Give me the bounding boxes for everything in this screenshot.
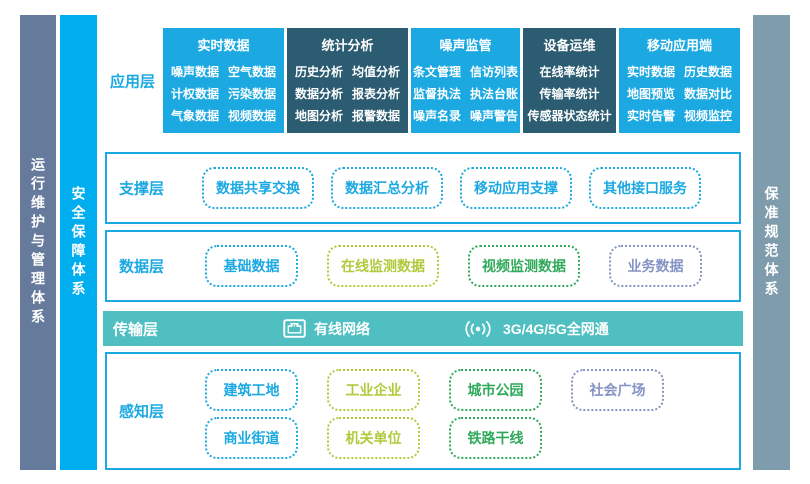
wireless-network: 3G/4G/5G全网通 bbox=[461, 311, 609, 346]
app-feature-item: 实时告警 bbox=[626, 109, 675, 123]
node-pill: 移动应用支撑 bbox=[460, 167, 572, 209]
app-feature-row: 噪声数据空气数据 bbox=[163, 61, 284, 83]
node-pill: 工业企业 bbox=[327, 369, 420, 411]
app-feature-item: 监督执法 bbox=[412, 87, 461, 101]
data-pills: 基础数据在线监测数据视频监测数据业务数据 bbox=[205, 245, 702, 287]
pillar-operations-maintenance-label: 运行维护与管理体系 bbox=[30, 157, 46, 328]
app-feature-item: 计权数据 bbox=[170, 87, 219, 101]
app-column-title: 移动应用端 bbox=[646, 38, 712, 53]
app-feature-item: 执法台账 bbox=[470, 87, 519, 101]
app-column: 移动应用端实时数据历史数据地图预览数据对比实时告警视频监控 bbox=[619, 28, 740, 133]
app-column-title: 设备运维 bbox=[543, 38, 596, 53]
app-feature-row: 传输率统计 bbox=[523, 83, 616, 105]
app-feature-item: 历史数据 bbox=[684, 65, 733, 79]
app-feature-row: 实时告警视频监控 bbox=[619, 105, 740, 127]
app-feature-item: 视频数据 bbox=[228, 109, 277, 123]
node-pill: 其他接口服务 bbox=[589, 167, 701, 209]
app-feature-row: 噪声名录噪声警告 bbox=[411, 105, 520, 127]
wired-network-label: 有线网络 bbox=[314, 320, 370, 337]
pillar-standards-specifications: 保准规范体系 bbox=[753, 15, 790, 470]
pillar-security-assurance-label: 安全保障体系 bbox=[70, 185, 87, 300]
pillar-standards-specifications-label: 保准规范体系 bbox=[763, 185, 780, 300]
app-columns: 实时数据噪声数据空气数据计权数据污染数据气象数据视频数据统计分析历史分析均值分析… bbox=[163, 28, 740, 133]
application-layer: 应用层 实时数据噪声数据空气数据计权数据污染数据气象数据视频数据统计分析历史分析… bbox=[103, 28, 743, 133]
app-feature-item: 在线率统计 bbox=[539, 65, 600, 79]
node-pill: 建筑工地 bbox=[205, 369, 298, 411]
node-pill: 城市公园 bbox=[449, 369, 542, 411]
node-pill: 商业街道 bbox=[205, 417, 298, 459]
transport-layer-label: 传输层 bbox=[113, 321, 159, 338]
ethernet-port-icon bbox=[283, 319, 306, 338]
node-pill: 基础数据 bbox=[205, 245, 298, 287]
node-pill: 业务数据 bbox=[609, 245, 702, 287]
pillar-operations-maintenance: 运行维护与管理体系 bbox=[20, 15, 56, 470]
app-feature-row: 实时数据历史数据 bbox=[619, 61, 740, 83]
perception-row-2: 商业街道机关单位铁路干线 bbox=[205, 417, 542, 459]
node-pill: 在线监测数据 bbox=[327, 245, 439, 287]
app-column: 统计分析历史分析均值分析数据分析报表分析地图分析报警数据 bbox=[287, 28, 408, 133]
app-feature-item: 信访列表 bbox=[470, 65, 519, 79]
app-column-title: 统计分析 bbox=[321, 38, 374, 53]
app-feature-row: 地图预览数据对比 bbox=[619, 83, 740, 105]
app-feature-item: 噪声警告 bbox=[470, 109, 519, 123]
app-feature-row: 计权数据污染数据 bbox=[163, 83, 284, 105]
app-feature-item: 噪声名录 bbox=[412, 109, 461, 123]
app-feature-item: 噪声数据 bbox=[170, 65, 219, 79]
app-column-title: 噪声监管 bbox=[439, 38, 492, 53]
app-feature-row: 历史分析均值分析 bbox=[287, 61, 408, 83]
app-feature-row: 监督执法执法台账 bbox=[411, 83, 520, 105]
app-feature-row: 传感器状态统计 bbox=[523, 105, 616, 127]
support-layer-label: 支撑层 bbox=[119, 180, 165, 198]
app-feature-item: 实时数据 bbox=[626, 65, 675, 79]
pillar-security-assurance: 安全保障体系 bbox=[60, 15, 97, 470]
app-feature-item: 传输率统计 bbox=[539, 87, 600, 101]
app-feature-row: 地图分析报警数据 bbox=[287, 105, 408, 127]
data-layer: 数据层 基础数据在线监测数据视频监测数据业务数据 bbox=[105, 230, 741, 302]
app-feature-item: 地图预览 bbox=[626, 87, 675, 101]
app-feature-item: 传感器状态统计 bbox=[527, 109, 612, 123]
transport-layer: 传输层 有线网络 3G/4G/5G全网通 bbox=[103, 311, 743, 346]
support-layer: 支撑层 数据共享交换数据汇总分析移动应用支撑其他接口服务 bbox=[105, 152, 741, 224]
app-feature-item: 报表分析 bbox=[352, 87, 401, 101]
node-pill: 铁路干线 bbox=[449, 417, 542, 459]
app-feature-item: 条文管理 bbox=[412, 65, 461, 79]
app-feature-row: 条文管理信访列表 bbox=[411, 61, 520, 83]
node-pill: 机关单位 bbox=[327, 417, 420, 459]
wireless-network-label: 3G/4G/5G全网通 bbox=[503, 320, 609, 337]
app-feature-item: 污染数据 bbox=[228, 87, 277, 101]
app-feature-item: 数据分析 bbox=[294, 87, 343, 101]
app-feature-item: 气象数据 bbox=[170, 109, 219, 123]
data-layer-label: 数据层 bbox=[119, 258, 165, 276]
support-pills: 数据共享交换数据汇总分析移动应用支撑其他接口服务 bbox=[202, 167, 701, 209]
app-column: 实时数据噪声数据空气数据计权数据污染数据气象数据视频数据 bbox=[163, 28, 284, 133]
node-pill: 数据汇总分析 bbox=[331, 167, 443, 209]
app-feature-row: 气象数据视频数据 bbox=[163, 105, 284, 127]
app-column: 设备运维在线率统计传输率统计传感器状态统计 bbox=[523, 28, 616, 133]
app-feature-item: 视频监控 bbox=[684, 109, 733, 123]
perception-layer: 感知层 建筑工地工业企业城市公园社会广场 商业街道机关单位铁路干线 bbox=[105, 352, 741, 470]
node-pill: 视频监测数据 bbox=[468, 245, 580, 287]
perception-layer-label: 感知层 bbox=[119, 403, 165, 421]
app-feature-item: 历史分析 bbox=[294, 65, 343, 79]
application-layer-label: 应用层 bbox=[110, 73, 156, 90]
app-feature-item: 空气数据 bbox=[228, 65, 277, 79]
wired-network: 有线网络 bbox=[283, 311, 370, 346]
wireless-signal-icon bbox=[461, 319, 495, 339]
node-pill: 数据共享交换 bbox=[202, 167, 314, 209]
node-pill: 社会广场 bbox=[571, 369, 664, 411]
app-feature-row: 在线率统计 bbox=[523, 61, 616, 83]
app-feature-item: 报警数据 bbox=[352, 109, 401, 123]
app-feature-item: 数据对比 bbox=[684, 87, 733, 101]
app-column-title: 实时数据 bbox=[197, 38, 250, 53]
app-feature-item: 均值分析 bbox=[352, 65, 401, 79]
perception-row-1: 建筑工地工业企业城市公园社会广场 bbox=[205, 369, 664, 411]
app-feature-row: 数据分析报表分析 bbox=[287, 83, 408, 105]
app-column: 噪声监管条文管理信访列表监督执法执法台账噪声名录噪声警告 bbox=[411, 28, 520, 133]
app-feature-item: 地图分析 bbox=[294, 109, 343, 123]
